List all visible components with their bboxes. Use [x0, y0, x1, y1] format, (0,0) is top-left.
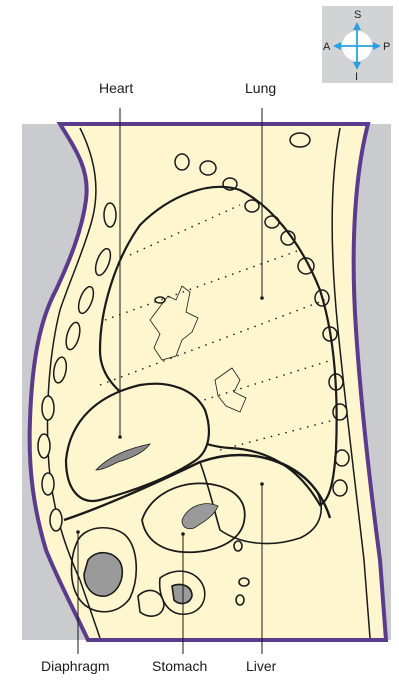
compass-posterior: P — [383, 41, 390, 53]
compass-superior: S — [354, 9, 361, 21]
stomach-label: Stomach — [152, 658, 207, 674]
orientation-compass: S I A P — [322, 6, 393, 83]
compass-inferior: I — [355, 71, 358, 83]
heart-label: Heart — [99, 80, 133, 96]
compass-anterior: A — [323, 41, 331, 53]
lung-label: Lung — [245, 80, 276, 96]
liver-label: Liver — [246, 658, 276, 674]
diaphragm-label: Diaphragm — [41, 658, 109, 674]
